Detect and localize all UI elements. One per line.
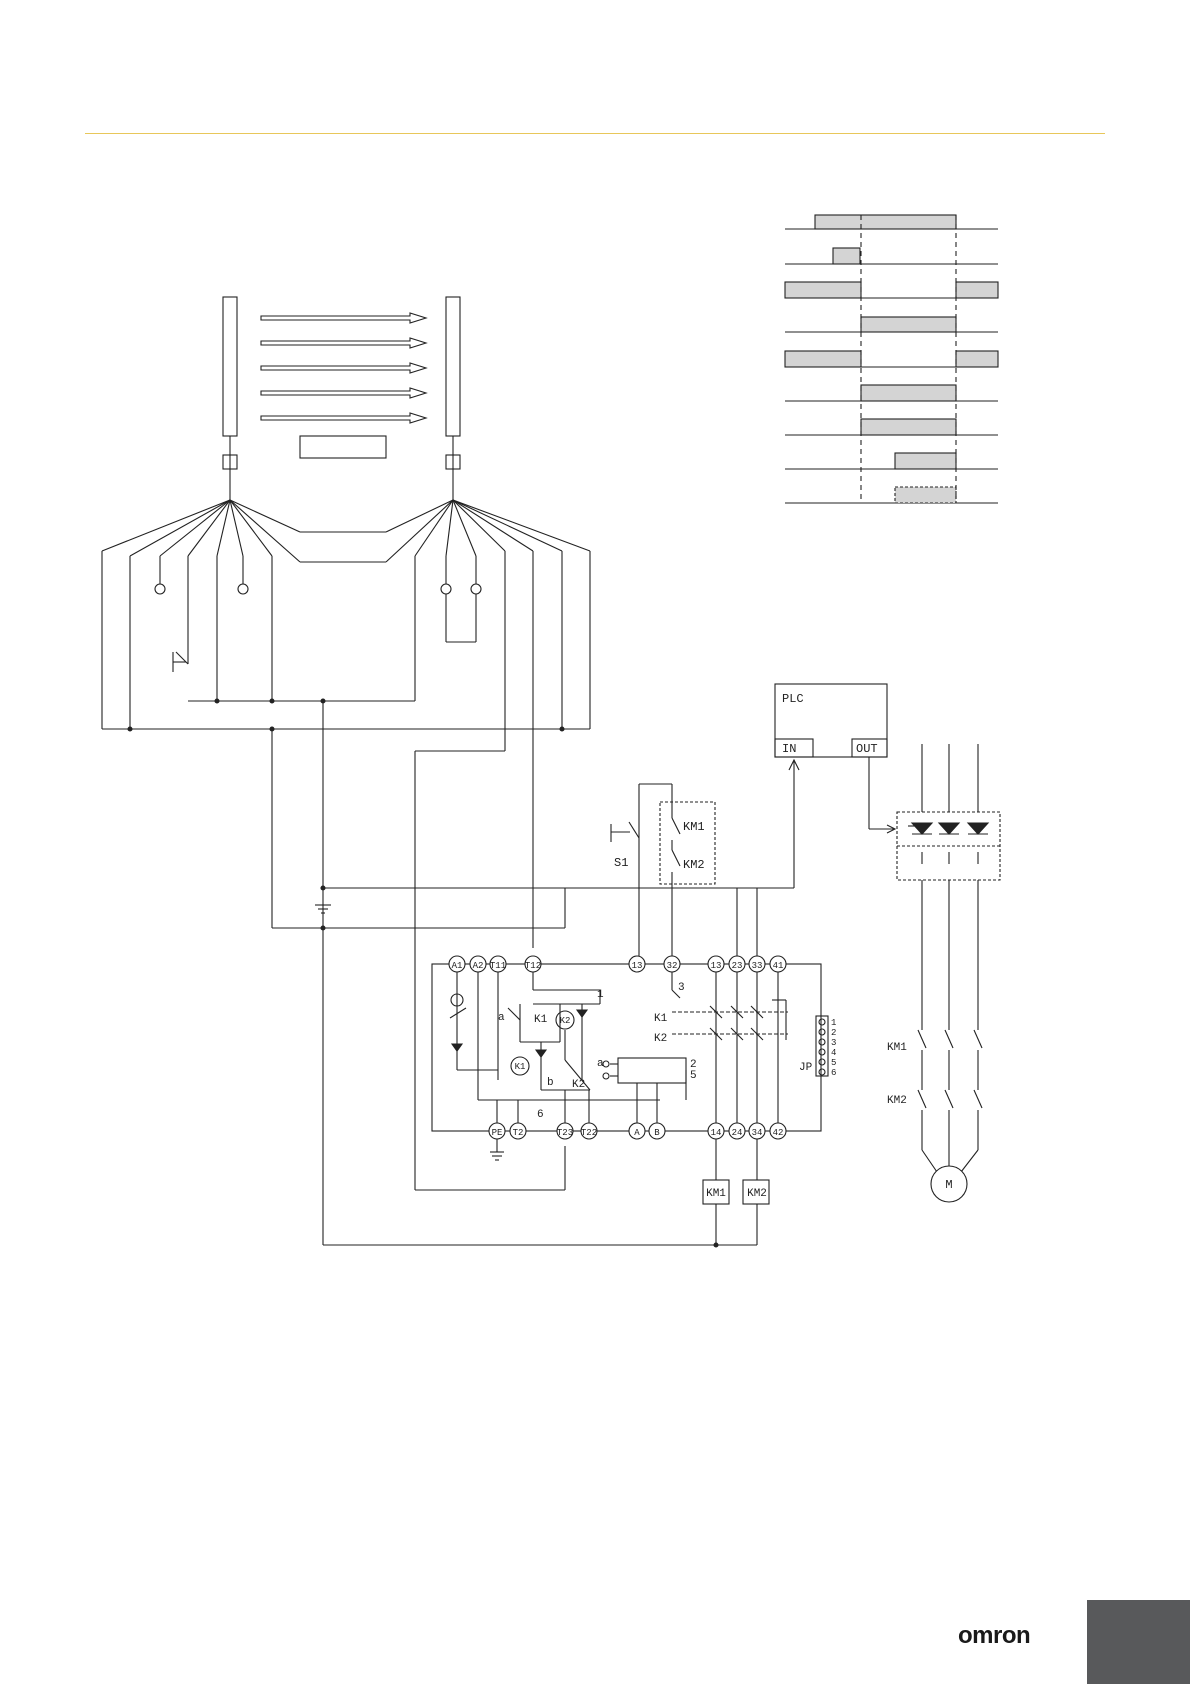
mark-a2: a [597,1058,604,1070]
motor-circuit [897,744,1000,1202]
plc-title: PLC [782,692,804,706]
terminal-label: 42 [773,1128,784,1138]
output-k1-label: K1 [654,1013,668,1025]
receiver [446,297,460,436]
terminal-label: 41 [773,961,784,971]
relay-k1-coil-label: K1 [515,1062,526,1072]
omron-logo: omron [958,1622,1030,1650]
beam-arrows [261,313,426,423]
relay-k2-contact-label: K2 [572,1079,585,1091]
terminal-label: 32 [667,961,678,971]
terminal-label: T23 [557,1128,573,1138]
mark-b1: b [547,1077,554,1089]
terminal-label: A2 [473,961,484,971]
terminal-label: 23 [732,961,743,971]
aux-km2-label: KM2 [683,858,705,872]
page-corner-tab [1087,1600,1190,1684]
terminal-label: T22 [581,1128,597,1138]
motor-km1-label: KM1 [887,1042,907,1054]
timing-chart [785,215,998,503]
start-circuit [611,784,715,964]
switch-s1-label: S1 [614,856,628,870]
plc-block [737,684,895,964]
jp-pin-label: 6 [831,1068,836,1078]
km1-coil-label: KM1 [706,1188,726,1200]
jp-pin-label: 1 [831,1018,836,1028]
jp-pin-label: 5 [831,1058,836,1068]
terminal-label: 13 [632,961,643,971]
terminal-label: A [634,1128,640,1138]
terminal-label: 14 [711,1128,722,1138]
jp-pin-label: 2 [831,1028,836,1038]
jumper-label: JP [799,1062,813,1074]
aux-km1-label: KM1 [683,820,705,834]
jumper-block [816,1016,828,1076]
terminal-label: PE [492,1128,503,1138]
terminal-label: T11 [490,961,506,971]
mark-3: 3 [678,982,685,994]
light-curtain [223,297,460,500]
terminal-label: 33 [752,961,763,971]
mark-1: 1 [597,989,604,1001]
output-k2-label: K2 [654,1033,667,1045]
terminal-label: 34 [752,1128,763,1138]
mark-6: 6 [537,1109,544,1121]
relay-k2-coil-label: K2 [560,1016,571,1026]
motor-km2-label: KM2 [887,1095,907,1107]
jp-pin-label: 4 [831,1048,836,1058]
plc-in-label: IN [782,742,796,756]
jp-pin-label: 3 [831,1038,836,1048]
mark-5: 5 [690,1070,697,1082]
terminal-label: T2 [513,1128,524,1138]
km2-coil-label: KM2 [747,1188,767,1200]
plc-out-label: OUT [856,742,878,756]
terminal-label: A1 [452,961,463,971]
terminal-label: B [654,1128,660,1138]
terminal-label: T12 [525,961,541,971]
emitter [223,297,237,436]
safety-relay [432,956,828,1245]
motor-label: M [945,1178,952,1192]
terminal-label: 24 [732,1128,743,1138]
relay-k1-contact-label: K1 [534,1014,548,1026]
label-box [300,436,386,458]
terminal-label: 13 [711,961,722,971]
mark-a1: a [498,1012,505,1024]
